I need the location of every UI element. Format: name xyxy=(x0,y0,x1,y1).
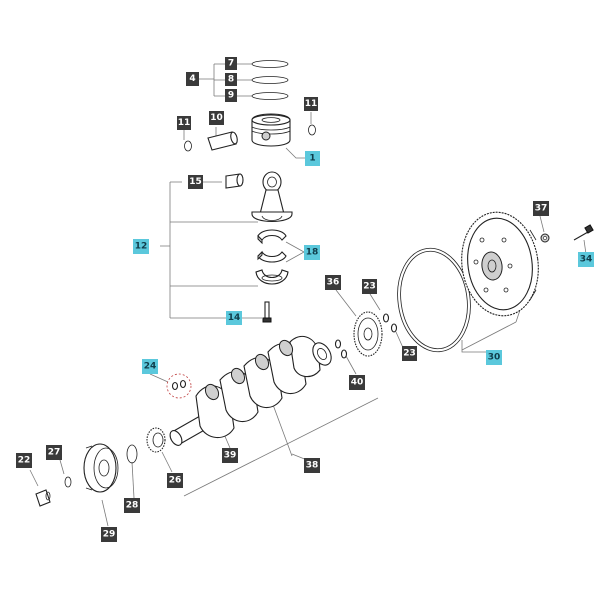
timing-gear-front xyxy=(146,427,166,453)
callout-23-bottom[interactable]: 23 xyxy=(402,346,417,361)
crank-dowels xyxy=(166,373,192,399)
callout-22[interactable]: 22 xyxy=(16,453,32,468)
callout-11-left[interactable]: 11 xyxy=(177,116,191,130)
svg-text:4: 4 xyxy=(189,74,195,84)
svg-text:23: 23 xyxy=(363,282,376,292)
pulley-washer xyxy=(64,476,72,488)
flange-dowels xyxy=(334,339,348,359)
svg-text:37: 37 xyxy=(535,204,548,214)
oil-seal xyxy=(126,444,138,464)
svg-text:12: 12 xyxy=(135,242,148,252)
callout-36[interactable]: 36 xyxy=(325,275,341,290)
svg-text:15: 15 xyxy=(189,177,202,187)
callout-11-right[interactable]: 11 xyxy=(304,97,318,111)
svg-text:24: 24 xyxy=(144,362,157,372)
callout-9[interactable]: 9 xyxy=(225,89,237,102)
piston xyxy=(251,113,291,147)
svg-text:28: 28 xyxy=(126,501,139,511)
callout-37[interactable]: 37 xyxy=(533,201,549,216)
callout-8[interactable]: 8 xyxy=(225,73,237,86)
piston-pin xyxy=(207,131,238,151)
big-end-bearings xyxy=(257,229,287,263)
callout-24[interactable]: 24 xyxy=(142,359,158,374)
svg-text:27: 27 xyxy=(48,448,61,458)
svg-text:14: 14 xyxy=(228,313,241,323)
flywheel xyxy=(461,211,539,317)
svg-text:8: 8 xyxy=(228,75,234,85)
svg-text:39: 39 xyxy=(224,451,237,461)
callout-15[interactable]: 15 xyxy=(188,175,203,189)
callout-4[interactable]: 4 xyxy=(186,72,199,86)
callout-28[interactable]: 28 xyxy=(124,498,140,513)
svg-text:7: 7 xyxy=(228,59,234,69)
svg-text:30: 30 xyxy=(488,353,501,363)
small-end-bush xyxy=(225,173,244,189)
svg-text:36: 36 xyxy=(327,278,340,288)
rod-bolt xyxy=(262,301,272,323)
pulley xyxy=(83,443,119,493)
callout-34[interactable]: 34 xyxy=(578,252,594,267)
reluctor-gear xyxy=(353,311,383,357)
svg-text:29: 29 xyxy=(103,530,116,540)
pin-circlips xyxy=(184,124,316,152)
connecting-rod xyxy=(251,171,293,223)
gear-dowels xyxy=(382,313,398,333)
svg-text:11: 11 xyxy=(305,99,318,109)
crankshaft xyxy=(169,335,332,446)
flywheel-bush xyxy=(540,233,550,243)
svg-text:22: 22 xyxy=(18,456,31,466)
svg-text:34: 34 xyxy=(580,255,593,265)
ring-gear xyxy=(397,247,471,353)
svg-text:26: 26 xyxy=(169,476,182,486)
callout-18[interactable]: 18 xyxy=(304,245,320,260)
callout-30[interactable]: 30 xyxy=(486,350,502,365)
svg-text:38: 38 xyxy=(306,461,319,471)
callout-10[interactable]: 10 xyxy=(209,111,224,125)
callout-26[interactable]: 26 xyxy=(167,473,183,488)
piston-rings xyxy=(251,60,289,100)
svg-text:9: 9 xyxy=(228,91,234,101)
callout-labels: 1 4 7 8 9 10 11 11 xyxy=(16,57,594,542)
callout-14[interactable]: 14 xyxy=(226,311,242,325)
callout-12[interactable]: 12 xyxy=(133,239,149,254)
svg-text:40: 40 xyxy=(351,378,364,388)
callout-7[interactable]: 7 xyxy=(225,57,237,70)
callout-27[interactable]: 27 xyxy=(46,445,62,460)
callout-40[interactable]: 40 xyxy=(349,375,365,390)
svg-text:1: 1 xyxy=(309,154,315,164)
svg-text:11: 11 xyxy=(178,118,191,128)
callout-1[interactable]: 1 xyxy=(305,151,320,166)
pulley-nut xyxy=(35,489,51,507)
callout-29[interactable]: 29 xyxy=(101,527,117,542)
svg-text:18: 18 xyxy=(306,248,319,258)
callout-39[interactable]: 39 xyxy=(222,448,238,463)
svg-text:10: 10 xyxy=(210,113,223,123)
callout-23-top[interactable]: 23 xyxy=(362,279,377,294)
svg-text:23: 23 xyxy=(403,349,416,359)
rod-cap xyxy=(255,269,289,285)
flywheel-bolt xyxy=(573,224,594,241)
callout-38[interactable]: 38 xyxy=(304,458,320,473)
